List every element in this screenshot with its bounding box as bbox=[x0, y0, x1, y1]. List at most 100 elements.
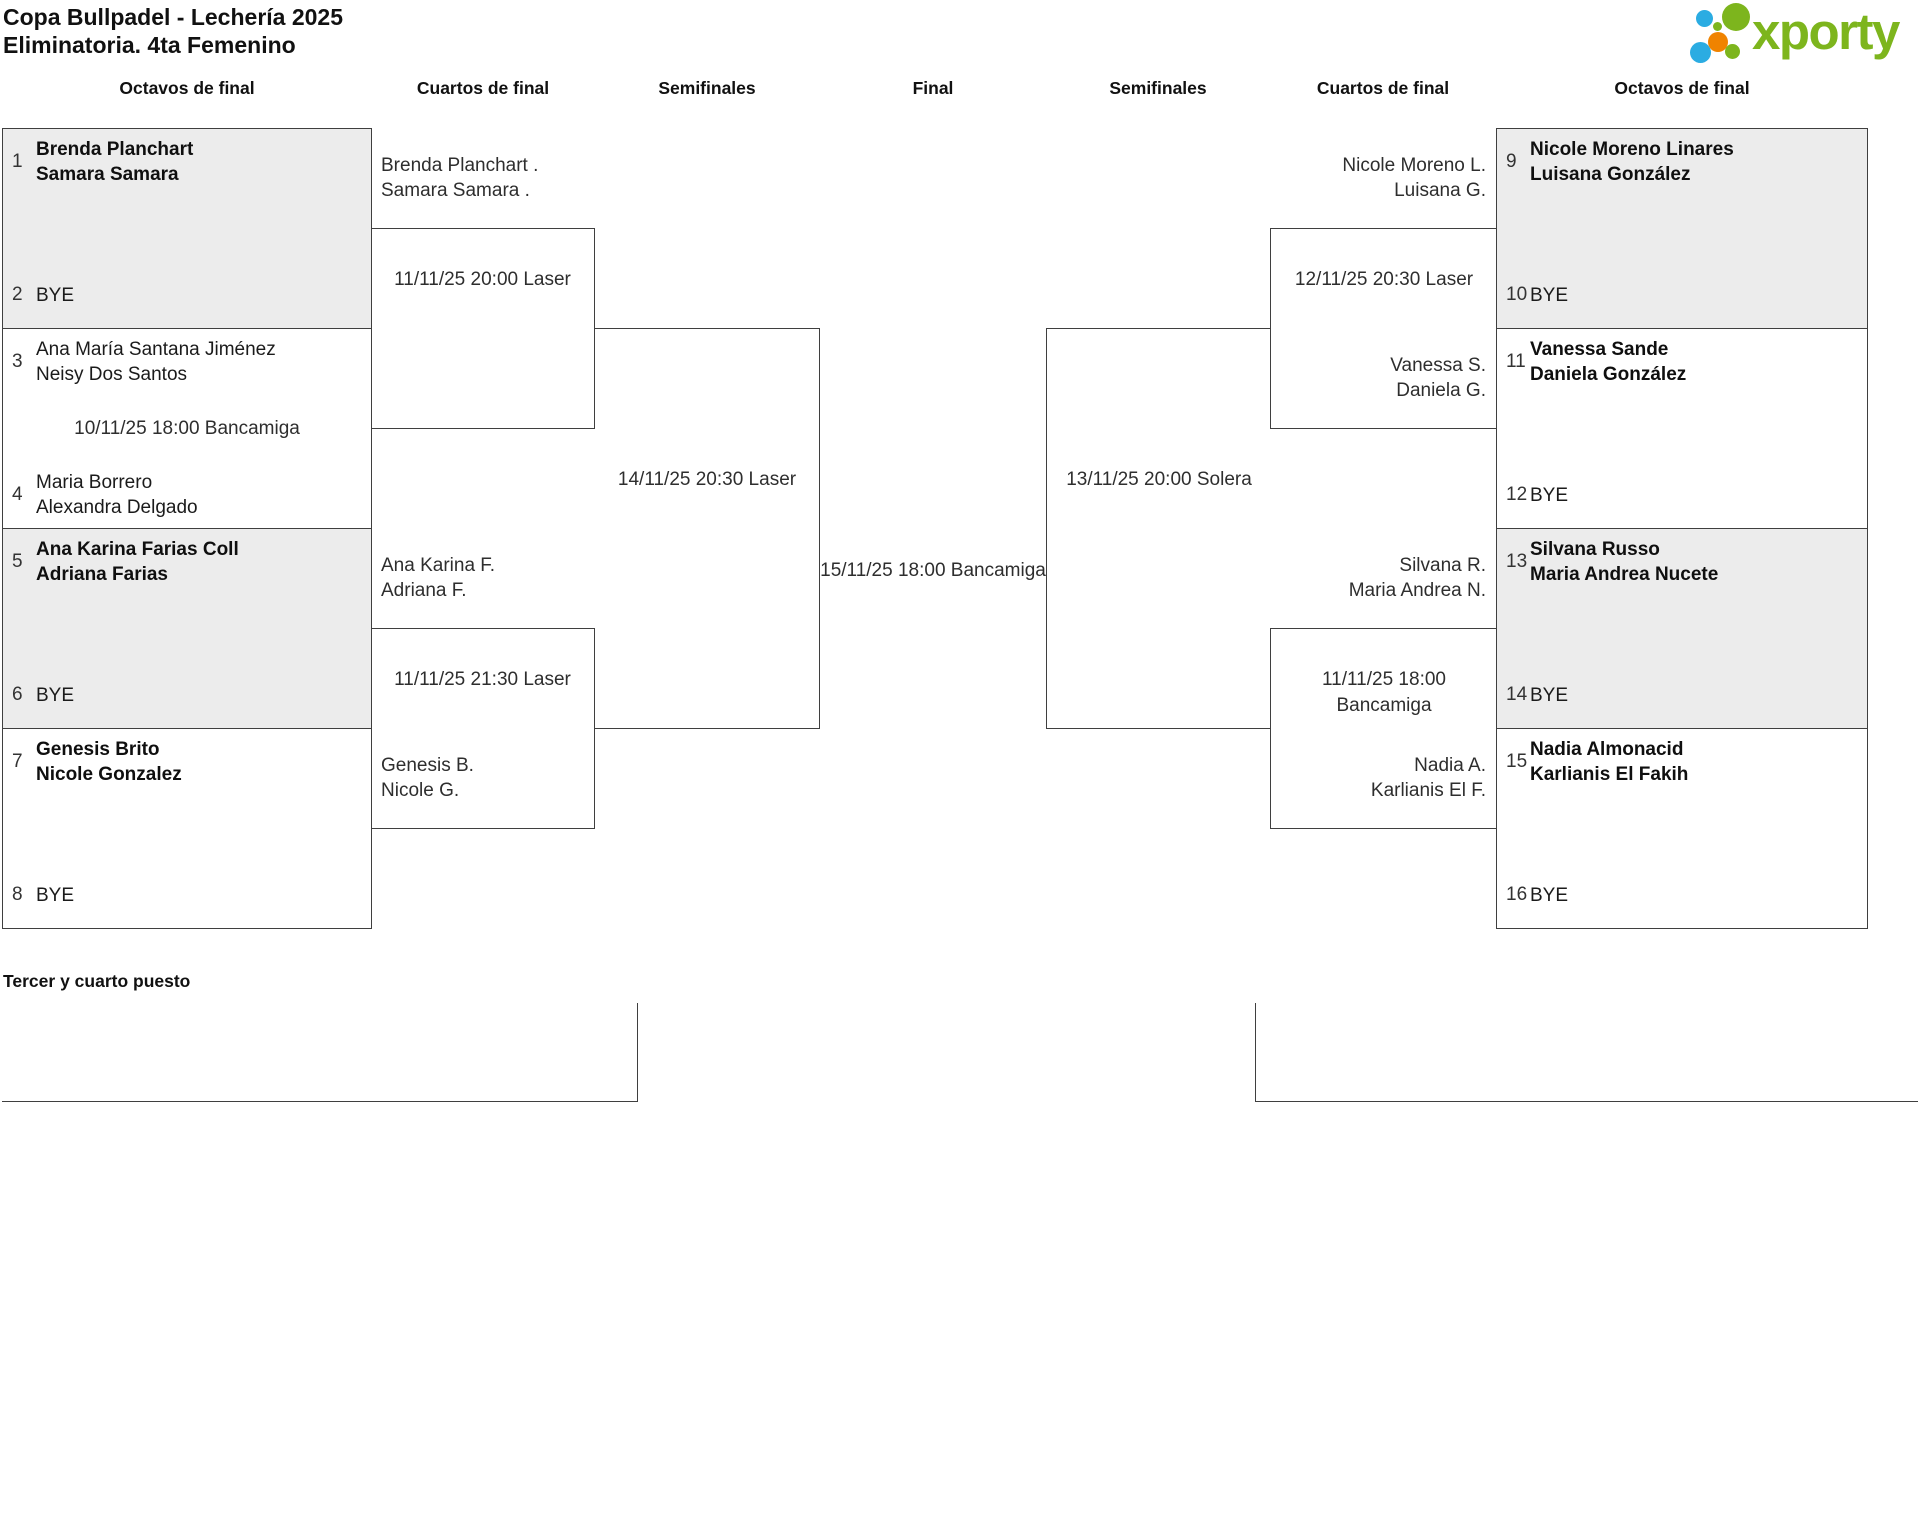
advancing-team-label: Nicole Moreno L. Luisana G. bbox=[1262, 153, 1486, 203]
logo-wordmark: xporty bbox=[1752, 3, 1900, 60]
team-slot-seed-3[interactable]: 3 Ana María Santana Jiménez Neisy Dos Sa… bbox=[3, 337, 371, 387]
xporty-logo[interactable]: xporty bbox=[1688, 2, 1918, 64]
player-name: Vanessa Sande bbox=[1530, 339, 1669, 360]
player-name: BYE bbox=[1530, 684, 1569, 706]
team-slot-seed-8[interactable]: 8 BYE bbox=[3, 870, 371, 920]
team-names: BYE bbox=[36, 683, 361, 708]
semifinal-connector-left: 14/11/25 20:30 Laser bbox=[595, 328, 820, 729]
team-names: Nicole Moreno Linares Luisana González bbox=[1530, 137, 1857, 187]
match-box-seeds-7-8[interactable]: 7 Genesis Brito Nicole Gonzalez 8 BYE bbox=[2, 728, 372, 929]
logo-dot-icon bbox=[1696, 10, 1713, 27]
round-header-semifinales-right: Semifinales bbox=[1109, 78, 1207, 98]
player-name: Nicole Gonzalez bbox=[36, 764, 182, 785]
team-slot-seed-6[interactable]: 6 BYE bbox=[3, 670, 371, 720]
final-schedule: 15/11/25 18:00 Bancamiga bbox=[820, 560, 1046, 581]
team-names: BYE bbox=[1530, 283, 1857, 308]
match-schedule: 10/11/25 18:00 Bancamiga bbox=[74, 417, 300, 439]
player-name: BYE bbox=[36, 284, 75, 306]
match-box-seeds-11-12[interactable]: 11 Vanessa Sande Daniela González 12 BYE bbox=[1496, 328, 1868, 529]
team-slot-seed-2[interactable]: 2 BYE bbox=[3, 270, 371, 320]
player-name: Nadia A. bbox=[1414, 755, 1486, 776]
third-place-connector-right bbox=[1255, 1003, 1918, 1102]
player-name: Nicole Moreno L. bbox=[1342, 155, 1486, 176]
match-schedule: 12/11/25 20:30 Laser bbox=[1294, 269, 1474, 290]
match-box-seeds-5-6[interactable]: 5 Ana Karina Farias Coll Adriana Farias … bbox=[2, 528, 372, 729]
match-schedule: 13/11/25 20:00 Solera bbox=[1066, 469, 1252, 490]
seed-number: 16 bbox=[1506, 884, 1528, 905]
third-place-connector-left bbox=[2, 1003, 638, 1102]
match-box-seeds-3-4[interactable]: 3 Ana María Santana Jiménez Neisy Dos Sa… bbox=[2, 328, 372, 529]
match-box-seeds-9-10[interactable]: 9 Nicole Moreno Linares Luisana González… bbox=[1496, 128, 1868, 329]
seed-number: 11 bbox=[1506, 351, 1526, 372]
team-slot-seed-14[interactable]: 14 BYE bbox=[1497, 670, 1867, 720]
advancing-team-label: Genesis B. Nicole G. bbox=[381, 753, 474, 803]
match-schedule: 11/11/25 21:30 Laser bbox=[394, 669, 571, 690]
page-title: Copa Bullpadel - Lechería 2025 Eliminato… bbox=[3, 3, 343, 59]
team-names: BYE bbox=[36, 883, 361, 908]
seed-number: 10 bbox=[1506, 284, 1528, 305]
team-slot-seed-7[interactable]: 7 Genesis Brito Nicole Gonzalez bbox=[3, 737, 371, 787]
player-name: BYE bbox=[1530, 884, 1569, 906]
seed-number: 14 bbox=[1506, 684, 1528, 705]
team-slot-seed-1[interactable]: 1 Brenda Planchart Samara Samara bbox=[3, 137, 371, 187]
player-name: Ana Karina Farias Coll bbox=[36, 539, 239, 560]
advancing-team-label: Brenda Planchart . Samara Samara . bbox=[381, 153, 538, 203]
player-name: Samara Samara . bbox=[381, 180, 530, 201]
player-name: Alexandra Delgado bbox=[36, 497, 198, 518]
player-name: Daniela G. bbox=[1396, 380, 1486, 401]
team-names: Ana María Santana Jiménez Neisy Dos Sant… bbox=[36, 337, 361, 387]
team-names: Silvana Russo Maria Andrea Nucete bbox=[1530, 537, 1857, 587]
player-name: Genesis B. bbox=[381, 755, 474, 776]
team-slot-seed-5[interactable]: 5 Ana Karina Farias Coll Adriana Farias bbox=[3, 537, 371, 587]
seed-number: 5 bbox=[12, 551, 23, 572]
team-names: Maria Borrero Alexandra Delgado bbox=[36, 470, 361, 520]
logo-dot-icon bbox=[1722, 3, 1750, 31]
team-slot-seed-15[interactable]: 15 Nadia Almonacid Karlianis El Fakih bbox=[1497, 737, 1867, 787]
player-name: Karlianis El Fakih bbox=[1530, 764, 1689, 785]
seed-number: 7 bbox=[12, 751, 23, 772]
player-name: BYE bbox=[1530, 484, 1569, 506]
team-slot-seed-9[interactable]: 9 Nicole Moreno Linares Luisana González bbox=[1497, 137, 1867, 187]
match-box-seeds-15-16[interactable]: 15 Nadia Almonacid Karlianis El Fakih 16… bbox=[1496, 728, 1868, 929]
seed-number: 3 bbox=[12, 351, 23, 372]
seed-number: 6 bbox=[12, 684, 23, 705]
team-slot-seed-16[interactable]: 16 BYE bbox=[1497, 870, 1867, 920]
seed-number: 1 bbox=[12, 151, 23, 172]
advancing-team-label: Nadia A. Karlianis El F. bbox=[1262, 753, 1486, 803]
player-name: Adriana F. bbox=[381, 580, 467, 601]
team-names: Nadia Almonacid Karlianis El Fakih bbox=[1530, 737, 1857, 787]
seed-number: 12 bbox=[1506, 484, 1528, 505]
player-name: Maria Andrea N. bbox=[1348, 580, 1486, 601]
round-header-cuartos-left: Cuartos de final bbox=[416, 78, 550, 98]
player-name: Genesis Brito bbox=[36, 739, 160, 760]
team-slot-seed-11[interactable]: 11 Vanessa Sande Daniela González bbox=[1497, 337, 1867, 387]
match-box-seeds-1-2[interactable]: 1 Brenda Planchart Samara Samara 2 BYE bbox=[2, 128, 372, 329]
player-name: Ana María Santana Jiménez bbox=[36, 339, 276, 360]
player-name: Karlianis El F. bbox=[1370, 780, 1486, 801]
round-header-octavos-left: Octavos de final bbox=[119, 78, 255, 98]
player-name: Ana Karina F. bbox=[381, 555, 496, 576]
player-name: Silvana R. bbox=[1399, 555, 1486, 576]
match-box-seeds-13-14[interactable]: 13 Silvana Russo Maria Andrea Nucete 14 … bbox=[1496, 528, 1868, 729]
quarterfinal-connector-left-top: 11/11/25 20:00 Laser bbox=[371, 228, 595, 429]
stage-category: Eliminatoria. 4ta Femenino bbox=[3, 32, 296, 58]
round-header-semifinales-left: Semifinales bbox=[658, 78, 756, 98]
player-name: Daniela González bbox=[1530, 364, 1687, 385]
match-schedule: 11/11/25 18:00 Bancamiga bbox=[1322, 669, 1446, 716]
match-schedule: 11/11/25 20:00 Laser bbox=[394, 269, 571, 290]
team-names: BYE bbox=[1530, 883, 1857, 908]
seed-number: 9 bbox=[1506, 151, 1517, 172]
player-name: BYE bbox=[36, 684, 75, 706]
team-names: Vanessa Sande Daniela González bbox=[1530, 337, 1857, 387]
team-slot-seed-10[interactable]: 10 BYE bbox=[1497, 270, 1867, 320]
player-name: Neisy Dos Santos bbox=[36, 364, 188, 385]
round-header-final: Final bbox=[912, 78, 954, 98]
team-slot-seed-13[interactable]: 13 Silvana Russo Maria Andrea Nucete bbox=[1497, 537, 1867, 587]
seed-number: 2 bbox=[12, 284, 23, 305]
player-name: Brenda Planchart . bbox=[381, 155, 539, 176]
logo-dot-icon bbox=[1690, 42, 1711, 63]
team-slot-seed-4[interactable]: 4 Maria Borrero Alexandra Delgado bbox=[3, 470, 371, 520]
logo-dot-icon bbox=[1725, 44, 1740, 59]
seed-number: 8 bbox=[12, 884, 23, 905]
team-slot-seed-12[interactable]: 12 BYE bbox=[1497, 470, 1867, 520]
